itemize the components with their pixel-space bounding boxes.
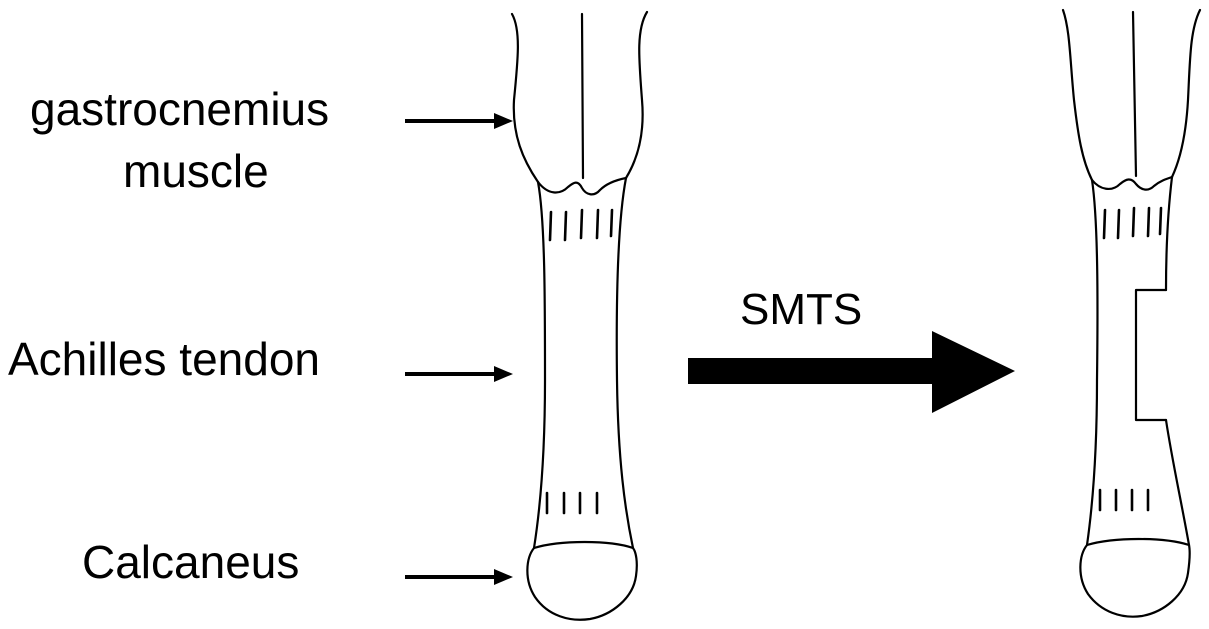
calcaneus-bone-after bbox=[1080, 539, 1189, 617]
musculotendinous-junction bbox=[538, 178, 626, 194]
gastrocnemius-pointer-arrowhead bbox=[494, 113, 513, 129]
musculotendinous-junction-after bbox=[1092, 177, 1172, 190]
achilles-pointer-arrowhead bbox=[494, 366, 513, 382]
tendon-outline-right bbox=[617, 178, 633, 548]
leg-after bbox=[1063, 10, 1200, 617]
leg-before bbox=[512, 12, 647, 620]
calcaneus-bone bbox=[527, 542, 636, 620]
upper-hatch-marks bbox=[550, 210, 612, 240]
lower-hatch-marks-after bbox=[1100, 490, 1148, 510]
muscle-raphe bbox=[582, 14, 583, 178]
upper-hatch-marks-after bbox=[1104, 208, 1161, 238]
lower-hatch-marks bbox=[547, 493, 597, 513]
procedure-arrow bbox=[688, 331, 1015, 413]
tendon-outline-right-after-upper bbox=[1166, 177, 1172, 290]
muscle-outline-right bbox=[626, 12, 647, 178]
step-cut-defect bbox=[1136, 290, 1166, 420]
pointer-arrows bbox=[405, 113, 513, 585]
muscle-raphe-after bbox=[1133, 12, 1136, 176]
muscle-outline-right-after bbox=[1172, 10, 1200, 177]
tendon-outline-left bbox=[534, 182, 545, 548]
tendon-outline-left-after bbox=[1087, 180, 1097, 545]
tendon-outline-right-after-lower bbox=[1166, 420, 1189, 545]
calcaneus-pointer-arrowhead bbox=[494, 569, 513, 585]
muscle-outline-left bbox=[512, 14, 538, 182]
muscle-outline-left-after bbox=[1063, 10, 1092, 180]
